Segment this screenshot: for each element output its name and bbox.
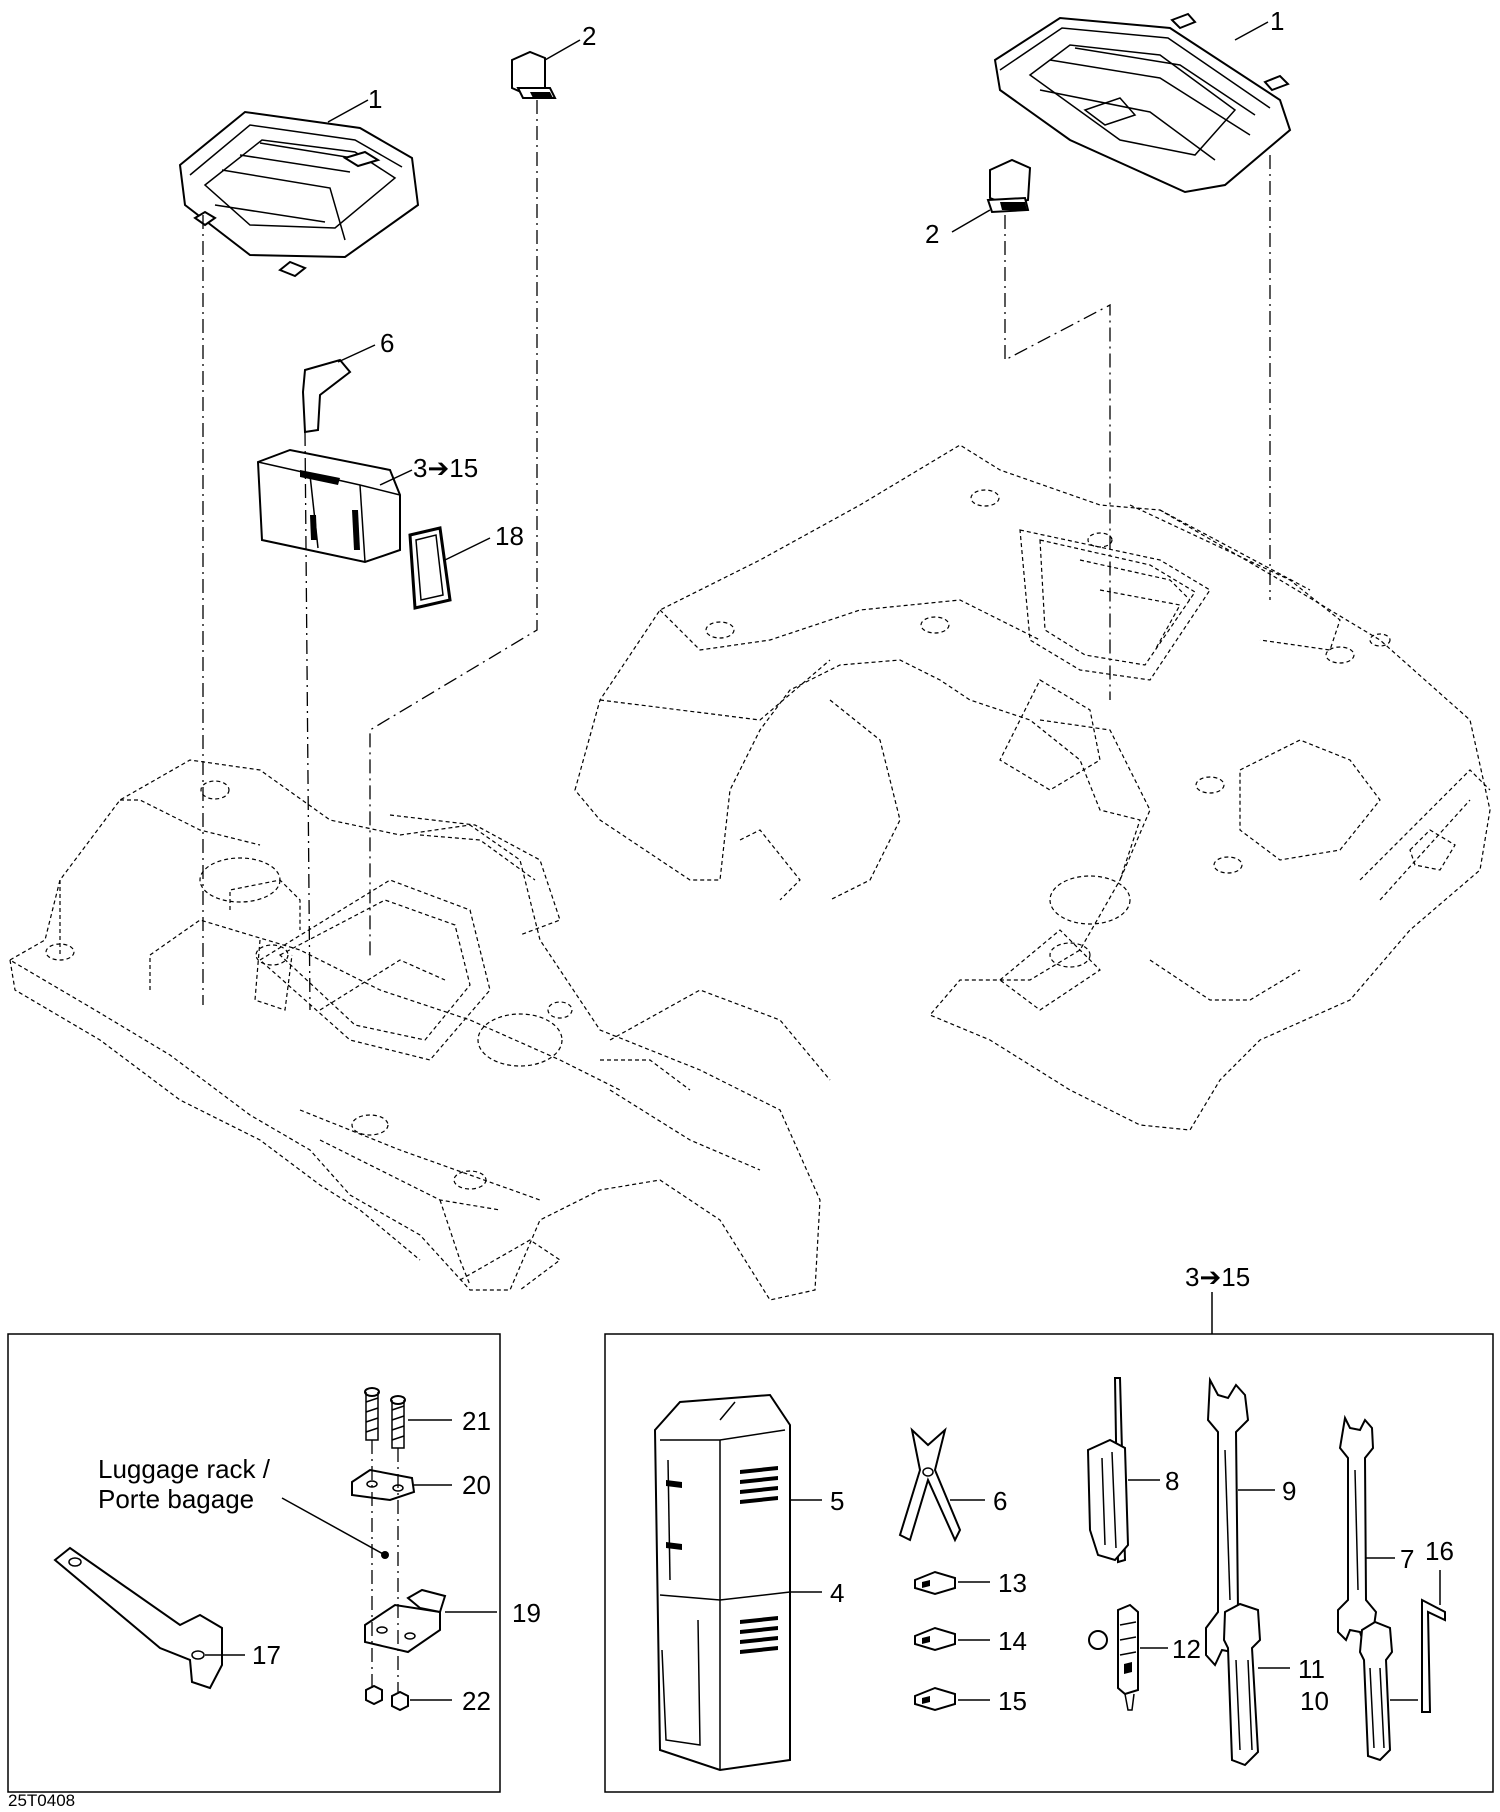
callout-1-right: 1 [1270, 6, 1284, 36]
callout-6-top: 6 [380, 328, 394, 358]
luggage-rack-label-fr: Porte bagage [98, 1484, 254, 1514]
callout-14: 14 [998, 1626, 1027, 1656]
wrench-7 [1337, 1414, 1378, 1647]
seal-18 [408, 526, 452, 610]
callout-8: 8 [1165, 1466, 1179, 1496]
front-fender-body [8, 759, 831, 1301]
alignment-lines-right [1004, 155, 1271, 700]
callout-3-15-kit: 3➔15 [1185, 1262, 1250, 1292]
callout-2-right: 2 [925, 219, 939, 249]
tool-case-top [256, 448, 401, 564]
storage-cover-left [178, 110, 420, 278]
socket-wrench-11 [1222, 1602, 1262, 1767]
callout-19: 19 [512, 1598, 541, 1628]
pliers-6 [898, 1427, 962, 1543]
callout-11: 11 [1298, 1654, 1325, 1684]
callout-22: 22 [462, 1686, 491, 1716]
callout-21: 21 [462, 1406, 491, 1436]
alignment-lines-left [202, 100, 538, 1011]
rear-fender-body [574, 444, 1491, 1131]
spanner-17 [53, 1546, 223, 1690]
callout-16: 16 [1425, 1536, 1454, 1566]
callout-2-left: 2 [582, 21, 596, 51]
callout-10: 10 [1300, 1686, 1329, 1716]
nut-22-right [391, 1690, 409, 1712]
luggage-rack-label-en: Luggage rack / [98, 1454, 271, 1484]
callout-5: 5 [830, 1486, 844, 1516]
storage-cover-right [993, 12, 1292, 194]
screwdriver-8 [1086, 1377, 1130, 1564]
callout-leaders-top [327, 21, 1269, 561]
fuse-15 [914, 1686, 956, 1712]
callout-6-box: 6 [993, 1486, 1007, 1516]
socket-wrench-10 [1358, 1620, 1394, 1762]
plate-20 [351, 1468, 416, 1502]
callout-1-left: 1 [368, 84, 382, 114]
callout-12: 12 [1172, 1634, 1201, 1664]
nut-22-left [365, 1684, 383, 1706]
callout-15: 15 [998, 1686, 1027, 1716]
callout-9: 9 [1282, 1476, 1296, 1506]
tool-case-halves [653, 1393, 791, 1772]
fuse-14 [914, 1626, 956, 1652]
callout-17: 17 [252, 1640, 281, 1670]
latch-right [986, 158, 1032, 214]
bolts-21 [364, 1387, 406, 1449]
fuse-13 [914, 1570, 956, 1596]
callout-20: 20 [462, 1470, 491, 1500]
luggage-rack-hardware-box [7, 1333, 501, 1793]
figure-code: 25T0408 [8, 1791, 75, 1810]
gasket-6 [301, 358, 352, 434]
tool-kit-box [604, 1292, 1494, 1793]
latch-left [511, 50, 557, 99]
bracket-19 [364, 1588, 447, 1654]
hex-key-16 [1421, 1598, 1446, 1713]
callout-4: 4 [830, 1578, 844, 1608]
callout-18: 18 [495, 521, 524, 551]
callout-7: 7 [1400, 1544, 1414, 1574]
spark-tester-12 [1088, 1603, 1139, 1711]
callout-3-15-top: 3➔15 [413, 453, 478, 483]
callout-13: 13 [998, 1568, 1027, 1598]
